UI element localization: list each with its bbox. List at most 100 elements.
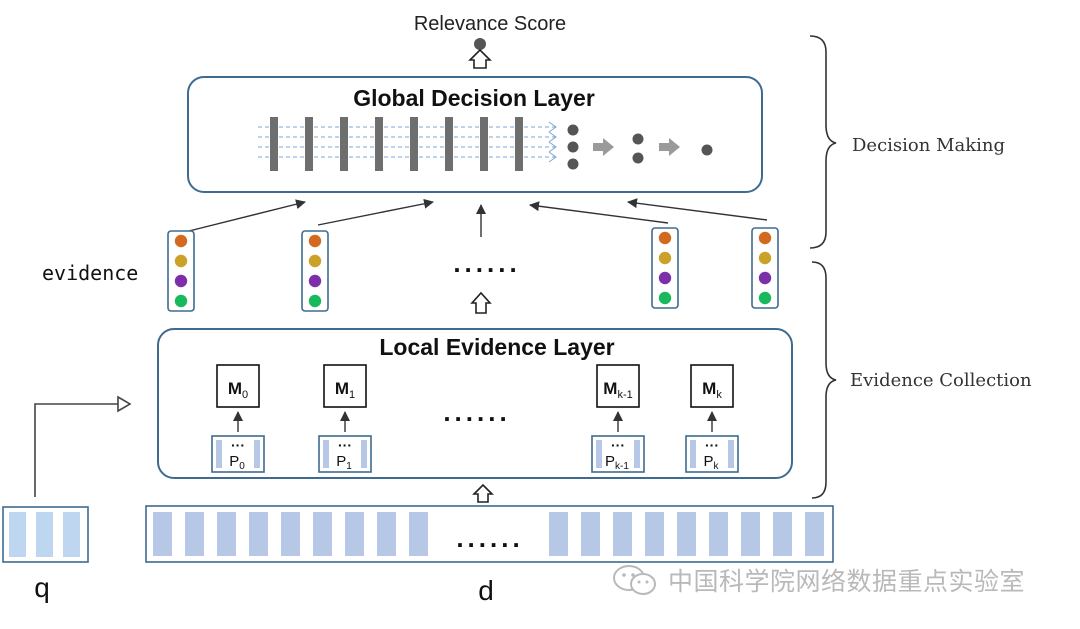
- document-token-1: [153, 512, 172, 556]
- passage-token-right-3: [728, 440, 734, 468]
- passage-token-right-0: [254, 440, 260, 468]
- query-token-3: [63, 512, 80, 557]
- evidence-dot-3-4: [658, 291, 672, 305]
- passage-token-left-1: [323, 440, 329, 468]
- module-box-2: [596, 364, 640, 408]
- document-token-2: [185, 512, 204, 556]
- evidence-dot-2-1: [308, 234, 322, 248]
- document-token-16: [741, 512, 760, 556]
- hidden-layer-bar-2: [305, 117, 313, 171]
- evidence-dot-2-2: [308, 254, 322, 268]
- document-token-12: [613, 512, 632, 556]
- module-label-0: M0: [228, 379, 248, 401]
- flow-chevron-2: [548, 131, 557, 143]
- document-token-10: [549, 512, 568, 556]
- document-token-11: [581, 512, 600, 556]
- watermark-text: 中国科学院网络数据重点实验室: [668, 567, 1026, 596]
- passage-dots-3: ···: [705, 437, 719, 453]
- passage-dots-1: ···: [338, 437, 352, 453]
- relevance-score-label: Relevance Score: [414, 13, 566, 35]
- flow-chevron-1: [548, 121, 557, 133]
- module-box-3: [690, 364, 734, 408]
- document-token-7: [345, 512, 364, 556]
- passage-label-1: P1: [336, 453, 352, 472]
- block-arrow-1: [593, 138, 614, 156]
- passage-token-left-2: [596, 440, 602, 468]
- evidence-collection-brace: [811, 261, 837, 499]
- local-evidence-layer-title: Local Evidence Layer: [379, 334, 614, 360]
- document-label: d: [478, 575, 494, 606]
- node-a-3: [567, 158, 579, 170]
- evidence-dot-4-4: [758, 291, 772, 305]
- document-token-9: [409, 512, 428, 556]
- evidence-arrow-5: [627, 198, 768, 221]
- evidence-dot-1-2: [174, 254, 188, 268]
- evidence-dot-4-3: [758, 271, 772, 285]
- document-token-18: [805, 512, 824, 556]
- query-tokens: [2, 506, 89, 563]
- passage-dots-2: ···: [611, 437, 625, 453]
- global-layer-internals: [258, 117, 713, 171]
- document-token-13: [645, 512, 664, 556]
- module-label-3: Mk: [702, 379, 722, 401]
- hidden-layer-bar-1: [270, 117, 278, 171]
- evidence-dot-3-2: [658, 251, 672, 265]
- evidence-arrow-1: [184, 199, 306, 233]
- hidden-layer-bar-7: [480, 117, 488, 171]
- document-token-8: [377, 512, 396, 556]
- document-token-3: [217, 512, 236, 556]
- evidence-collection-label: Evidence Collection: [850, 370, 1032, 391]
- document-token-6: [313, 512, 332, 556]
- output-node: [701, 144, 713, 156]
- evidence-dot-3-1: [658, 231, 672, 245]
- module-label-1: M1: [335, 379, 355, 401]
- evidence-column-2: [301, 230, 329, 312]
- query-token-1: [9, 512, 26, 557]
- document-ellipsis: ......: [456, 523, 523, 553]
- document-token-14: [677, 512, 696, 556]
- modules-ellipsis: ......: [443, 397, 510, 427]
- wechat-icon: [613, 565, 656, 595]
- evidence-label: evidence: [42, 261, 138, 285]
- document-token-17: [773, 512, 792, 556]
- global-decision-layer-box: [187, 76, 763, 193]
- evidence-dot-2-4: [308, 294, 322, 308]
- passage-token-left-0: [216, 440, 222, 468]
- document-token-5: [281, 512, 300, 556]
- passage-label-0: P0: [229, 453, 245, 472]
- block-arrow-2: [659, 138, 680, 156]
- passage-dots-0: ···: [231, 437, 245, 453]
- document-token-15: [709, 512, 728, 556]
- hidden-layer-bar-8: [515, 117, 523, 171]
- decision-making-brace: [809, 35, 837, 249]
- node-a-2: [567, 141, 579, 153]
- evidence-columns: [167, 227, 779, 312]
- evidence-dot-1-4: [174, 294, 188, 308]
- passage-token-right-2: [634, 440, 640, 468]
- query-token-2: [36, 512, 53, 557]
- node-a-1: [567, 124, 579, 136]
- node-b-2: [632, 152, 644, 164]
- decision-making-label: Decision Making: [852, 135, 1005, 156]
- evidence-arrow-4: [529, 201, 669, 224]
- flow-chevron-3: [548, 141, 557, 153]
- query-connector-line: [34, 403, 118, 497]
- query-label: q: [34, 572, 50, 603]
- hidden-layer-bar-3: [340, 117, 348, 171]
- evidence-column-4: [751, 227, 779, 309]
- passage-token-right-1: [361, 440, 367, 468]
- hidden-layer-bar-5: [410, 117, 418, 171]
- evidence-dot-4-1: [758, 231, 772, 245]
- passage-label-3: Pk: [703, 453, 719, 472]
- passage-label-2: Pk-1: [605, 453, 629, 472]
- flow-chevron-4: [548, 151, 557, 163]
- evidence-dot-1-1: [174, 234, 188, 248]
- hollow-up-arrow-bottom: [472, 483, 494, 503]
- global-decision-layer-title: Global Decision Layer: [353, 85, 595, 111]
- hollow-up-arrow-top: [468, 48, 492, 69]
- hidden-layer-bar-6: [445, 117, 453, 171]
- evidence-dot-3-3: [658, 271, 672, 285]
- evidence-ellipsis: ......: [453, 248, 520, 278]
